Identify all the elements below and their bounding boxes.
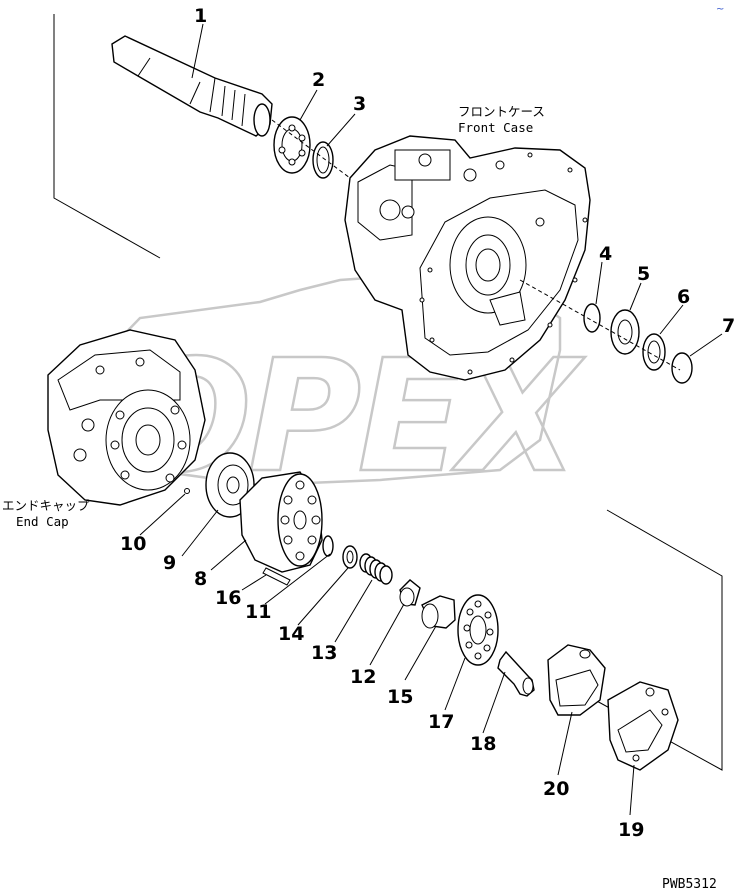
part-cylinder-block [239,471,323,573]
end-cap-en: End Cap [16,514,69,529]
caption-end-cap: エンドキャップ End Cap [2,498,90,529]
part-washer-14 [342,545,358,569]
part-spherical-bushing [421,595,456,629]
label-8: 8 [194,568,207,590]
part-retainer-plate [457,594,499,666]
corner-mark: ~ [716,4,724,15]
label-17: 17 [428,711,454,733]
front-case-jp: フロントケース [458,104,545,119]
label-9: 9 [163,552,176,574]
part-collar [399,579,421,607]
label-13: 13 [311,642,337,664]
part-swash-plate [547,644,606,716]
leader-lines [139,23,723,816]
part-snap-ring-11 [322,535,334,557]
part-pin-16 [262,567,291,586]
part-pin-10 [184,488,190,494]
part-snap-ring-7 [671,352,693,384]
axis-lines [271,119,681,371]
label-15: 15 [387,686,413,708]
label-1: 1 [194,5,207,27]
label-6: 6 [677,286,690,308]
label-14: 14 [278,623,304,645]
part-bearing [273,116,311,174]
label-5: 5 [637,263,650,285]
part-spacer-6 [642,333,666,371]
label-20: 20 [543,778,569,800]
part-front-case [344,135,591,381]
drawing-code: PWB5312 [662,877,717,892]
part-number-labels: 1 2 3 4 5 6 7 8 9 10 11 12 13 14 15 16 1… [120,5,735,841]
label-2: 2 [312,69,325,91]
label-4: 4 [599,243,612,265]
part-spring [359,553,393,585]
part-shaft [111,35,273,137]
label-7: 7 [722,315,735,337]
label-3: 3 [353,93,366,115]
label-16: 16 [215,587,241,609]
label-19: 19 [618,819,644,841]
part-snap-ring-4 [583,303,601,333]
end-cap-jp: エンドキャップ [2,498,90,513]
part-cradle [607,681,679,771]
part-piston [497,650,535,697]
label-18: 18 [470,733,496,755]
part-snap-ring-3 [312,141,334,179]
part-end-cap [47,329,206,506]
part-bearing-5 [610,309,640,355]
label-12: 12 [350,666,376,688]
caption-front-case: フロントケース Front Case [458,104,545,135]
label-10: 10 [120,533,146,555]
front-case-en: Front Case [458,120,533,135]
label-11: 11 [245,601,271,623]
